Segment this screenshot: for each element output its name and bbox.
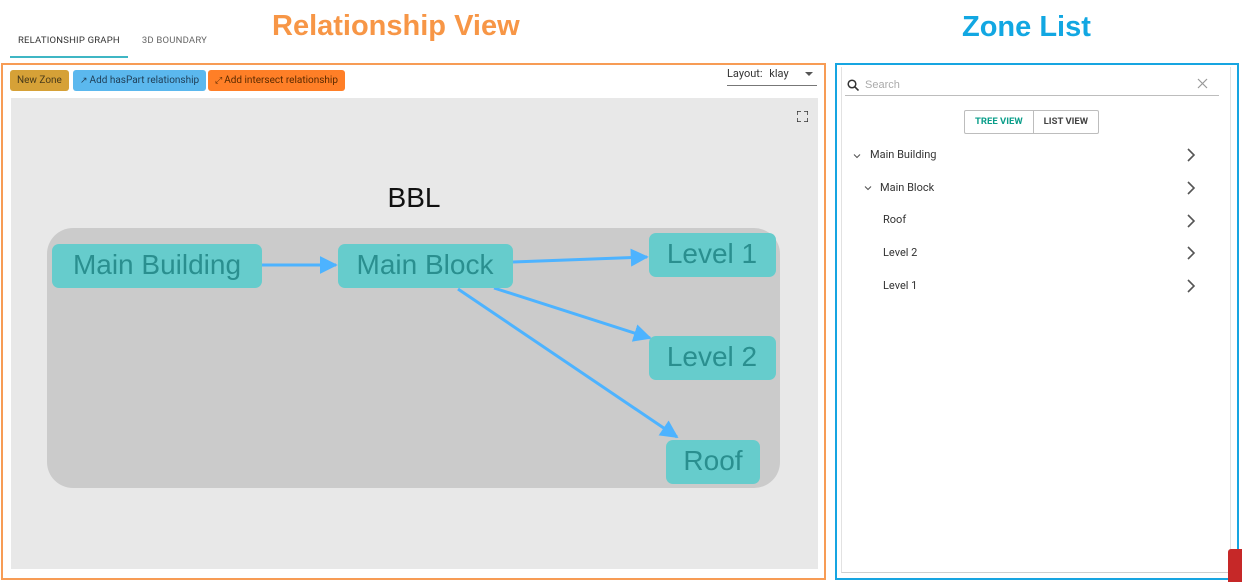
node-main-building-label: Main Building bbox=[73, 249, 241, 280]
search-icon bbox=[847, 79, 859, 91]
tree-item-level-2[interactable]: Level 2 bbox=[883, 246, 918, 259]
layout-select[interactable]: Layout: klay bbox=[727, 67, 817, 86]
node-level-2-label: Level 2 bbox=[667, 341, 757, 372]
node-roof-label: Roof bbox=[683, 445, 742, 476]
tree-item-level-1[interactable]: Level 1 bbox=[883, 279, 918, 292]
chevron-down-icon[interactable] bbox=[864, 184, 872, 192]
chevron-down-icon[interactable] bbox=[853, 152, 861, 160]
view-toggle: TREE VIEW LIST VIEW bbox=[964, 110, 1100, 134]
chevron-right-icon[interactable] bbox=[1185, 180, 1197, 196]
arrow-up-right-icon: ↗ bbox=[80, 76, 88, 86]
node-roof[interactable]: Roof bbox=[666, 440, 760, 484]
node-level-1-label: Level 1 bbox=[667, 238, 757, 269]
chevron-right-icon[interactable] bbox=[1185, 245, 1197, 261]
bbl-group-label: BBL bbox=[388, 182, 441, 213]
node-level-2[interactable]: Level 2 bbox=[649, 336, 776, 380]
bbl-group[interactable] bbox=[47, 228, 780, 488]
chevron-right-icon[interactable] bbox=[1185, 147, 1197, 163]
tree-item-main-block[interactable]: Main Block bbox=[880, 181, 935, 194]
tab-bar: RELATIONSHIP GRAPH 3D BOUNDARY bbox=[10, 28, 215, 58]
tree-view-button[interactable]: TREE VIEW bbox=[975, 116, 1023, 127]
node-main-building[interactable]: Main Building bbox=[52, 244, 262, 288]
relationship-graph: BBL Main Building Main Block Level 1 Lev… bbox=[47, 182, 780, 488]
relationship-view-frame bbox=[1, 63, 826, 580]
new-zone-label: New Zone bbox=[17, 75, 62, 86]
tab-3d-boundary[interactable]: 3D BOUNDARY bbox=[141, 35, 208, 46]
add-haspart-label: Add hasPart relationship bbox=[89, 75, 200, 86]
tree-item-main-building[interactable]: Main Building bbox=[870, 148, 937, 161]
add-intersect-label: Add intersect relationship bbox=[224, 75, 338, 86]
add-intersect-button[interactable]: ⤢Add intersect relationship bbox=[208, 70, 345, 91]
new-zone-button[interactable]: New Zone bbox=[10, 70, 69, 91]
search-bar bbox=[845, 74, 1219, 96]
node-level-1[interactable]: Level 1 bbox=[649, 233, 776, 277]
tree-item-roof[interactable]: Roof bbox=[883, 213, 907, 226]
node-main-block-label: Main Block bbox=[357, 249, 495, 280]
layout-label: Layout: bbox=[727, 67, 763, 80]
chevron-right-icon[interactable] bbox=[1185, 278, 1197, 294]
zone-list-frame bbox=[835, 63, 1239, 580]
layout-value: klay bbox=[769, 67, 789, 80]
list-view-button[interactable]: LIST VIEW bbox=[1032, 111, 1098, 133]
tab-relationship-graph[interactable]: RELATIONSHIP GRAPH bbox=[10, 28, 128, 58]
search-input[interactable] bbox=[865, 77, 1185, 93]
close-icon[interactable] bbox=[1197, 78, 1208, 89]
add-haspart-button[interactable]: ↗Add hasPart relationship bbox=[73, 70, 207, 91]
node-main-block[interactable]: Main Block bbox=[338, 244, 513, 288]
feedback-tab[interactable] bbox=[1228, 549, 1242, 582]
zone-list-panel bbox=[841, 67, 1231, 573]
zone-list-annotation: Zone List bbox=[962, 11, 1091, 43]
chevron-right-icon[interactable] bbox=[1185, 213, 1197, 229]
dropdown-caret-icon bbox=[805, 72, 813, 76]
edge-block-level2[interactable] bbox=[493, 286, 652, 342]
relationship-view-annotation: Relationship View bbox=[272, 10, 520, 42]
edge-block-roof[interactable] bbox=[457, 287, 679, 439]
edge-block-level1[interactable] bbox=[512, 248, 649, 267]
diagonal-arrows-icon: ⤢ bbox=[215, 76, 223, 86]
